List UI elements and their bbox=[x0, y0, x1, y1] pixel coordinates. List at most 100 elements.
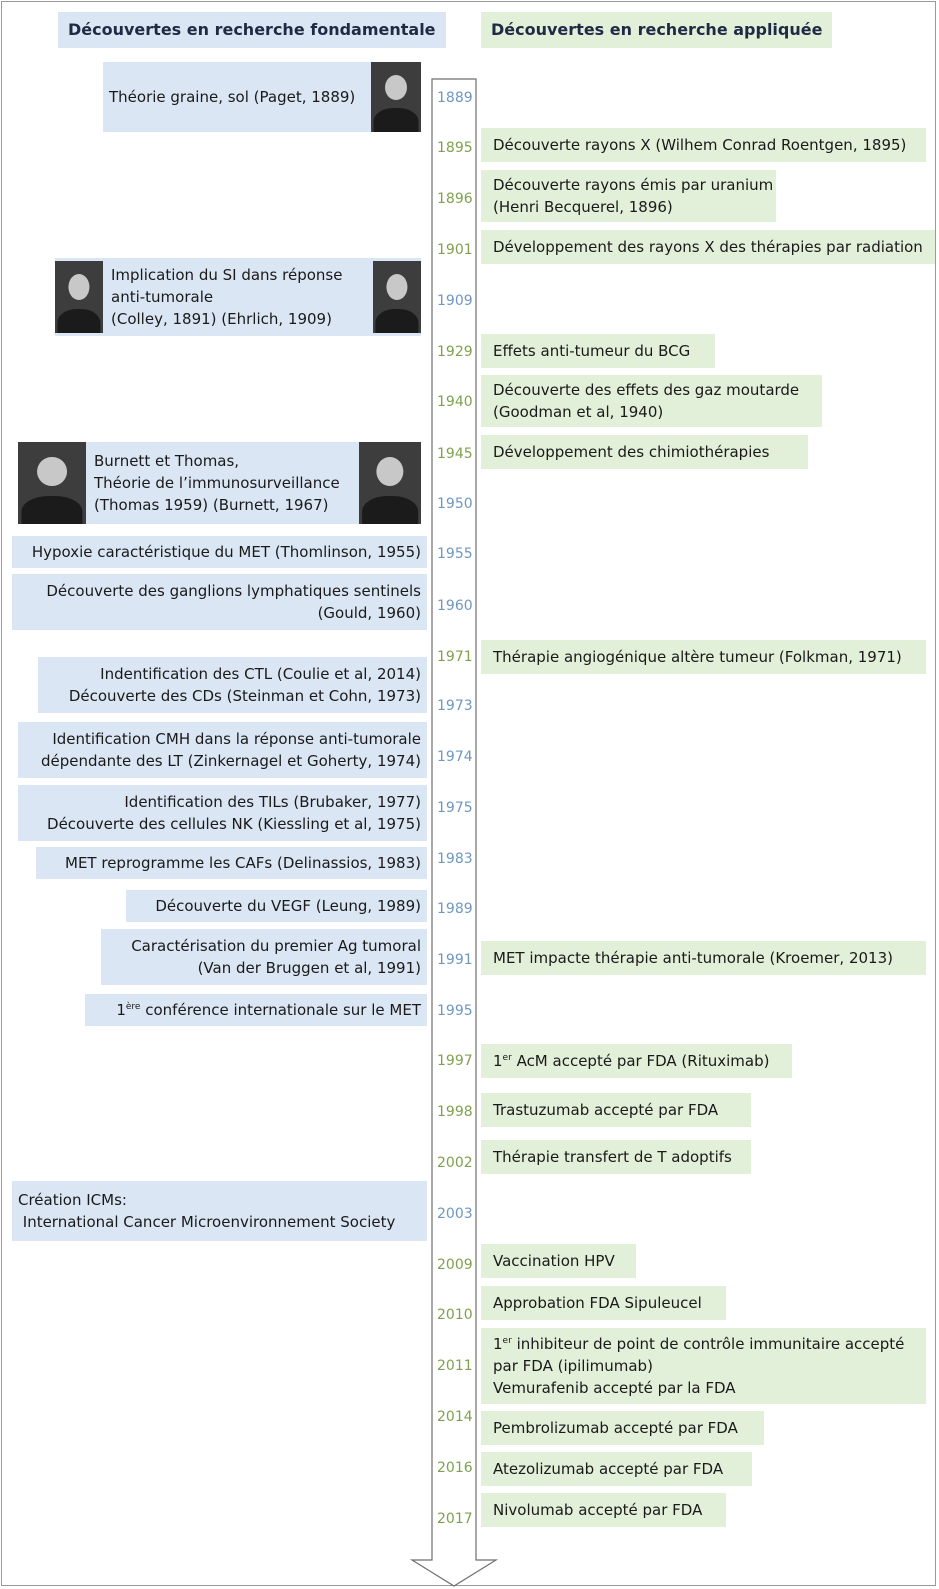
year-label: 1950 bbox=[437, 496, 473, 512]
event-fundamental-mhc: Identification CMH dans la réponse anti-… bbox=[18, 722, 427, 778]
event-fundamental-immune-system: Implication du SI dans réponse anti-tumo… bbox=[55, 258, 421, 336]
event-text: Atezolizumab accepté par FDA bbox=[493, 1458, 723, 1480]
event-fundamental-tumor-antigen: Caractérisation du premier Ag tumoral (V… bbox=[101, 929, 427, 985]
event-line: MET impacte thérapie anti-tumorale (Kroe… bbox=[493, 949, 893, 967]
event-line: Création ICMs: bbox=[18, 1191, 127, 1209]
event-line: Théorie graine, sol (Paget, 1889) bbox=[109, 88, 356, 106]
year-label: 2003 bbox=[437, 1206, 473, 1222]
event-text: Caractérisation du premier Ag tumoral (V… bbox=[131, 935, 421, 979]
event-fundamental-hypoxia: Hypoxie caractéristique du MET (Thomlins… bbox=[12, 536, 427, 568]
year-label: 1895 bbox=[437, 140, 473, 156]
event-line-text: inhibiteur de point de contrôle immunita… bbox=[511, 1335, 905, 1353]
event-text: Thérapie transfert de T adoptifs bbox=[493, 1146, 732, 1168]
header-fundamental: Découvertes en recherche fondamentale bbox=[58, 12, 446, 48]
year-label: 1945 bbox=[437, 446, 473, 462]
event-line: Identification des TILs (Brubaker, 1977) bbox=[124, 793, 421, 811]
event-applied-radiation-therapy: Développement des rayons X des thérapies… bbox=[481, 230, 935, 264]
event-line: Indentification des CTL (Coulie et al, 2… bbox=[100, 665, 421, 683]
event-applied-pembrolizumab: Pembrolizumab accepté par FDA bbox=[481, 1411, 764, 1445]
event-text: 1er AcM accepté par FDA (Rituximab) bbox=[493, 1050, 769, 1072]
year-label: 1974 bbox=[437, 749, 473, 765]
event-text: 1er inhibiteur de point de contrôle immu… bbox=[493, 1333, 904, 1399]
year-label: 1901 bbox=[437, 242, 473, 258]
event-applied-mustard-gas: Découverte des effets des gaz moutarde (… bbox=[481, 375, 822, 427]
event-line: par FDA (ipilimumab) bbox=[493, 1357, 653, 1375]
portrait-photo bbox=[18, 442, 86, 524]
event-text: Pembrolizumab accepté par FDA bbox=[493, 1417, 738, 1439]
year-label: 1971 bbox=[437, 649, 473, 665]
event-fundamental-vegf: Découverte du VEGF (Leung, 1989) bbox=[126, 890, 427, 922]
event-text: Découverte du VEGF (Leung, 1989) bbox=[155, 895, 421, 917]
event-text: Théorie graine, sol (Paget, 1889) bbox=[109, 86, 355, 108]
portrait-photo bbox=[55, 261, 103, 333]
event-applied-rituximab: 1er AcM accepté par FDA (Rituximab) bbox=[481, 1044, 792, 1078]
event-line: 1er inhibiteur de point de contrôle immu… bbox=[493, 1333, 904, 1355]
event-line: Hypoxie caractéristique du MET (Thomlins… bbox=[31, 543, 421, 561]
portrait-photo bbox=[371, 62, 421, 132]
event-fundamental-tils-nk: Identification des TILs (Brubaker, 1977)… bbox=[18, 785, 427, 841]
event-line: International Cancer Microenvironnement … bbox=[18, 1213, 396, 1231]
event-applied-angiogenic-therapy: Thérapie angiogénique altère tumeur (Fol… bbox=[481, 640, 926, 674]
year-label: 1960 bbox=[437, 598, 473, 614]
event-line: Atezolizumab accepté par FDA bbox=[493, 1460, 724, 1478]
event-text: 1ère conférence internationale sur le ME… bbox=[116, 999, 421, 1021]
event-applied-atezolizumab: Atezolizumab accepté par FDA bbox=[481, 1452, 752, 1486]
year-label: 1991 bbox=[437, 952, 473, 968]
ordinal-number: 1 bbox=[493, 1052, 503, 1070]
event-fundamental-ctl-dc: Indentification des CTL (Coulie et al, 2… bbox=[38, 657, 427, 713]
year-label: 1973 bbox=[437, 698, 473, 714]
event-fundamental-sentinel-nodes: Découverte des ganglions lymphatiques se… bbox=[12, 574, 427, 630]
ordinal-number: 1 bbox=[493, 1335, 503, 1353]
event-line: (Colley, 1891) (Ehrlich, 1909) bbox=[111, 310, 332, 328]
year-label: 2010 bbox=[437, 1307, 473, 1323]
event-applied-adoptive-t: Thérapie transfert de T adoptifs bbox=[481, 1140, 751, 1174]
event-line-text: AcM accepté par FDA (Rituximab) bbox=[511, 1052, 770, 1070]
event-text: Vaccination HPV bbox=[493, 1250, 615, 1272]
year-label: 1997 bbox=[437, 1053, 473, 1069]
event-text: Découverte des effets des gaz moutarde (… bbox=[493, 379, 799, 423]
portrait-photo bbox=[373, 261, 421, 333]
year-label: 1955 bbox=[437, 546, 473, 562]
event-line: Développement des chimiothérapies bbox=[493, 443, 770, 461]
event-fundamental-icms: Création ICMs: International Cancer Micr… bbox=[12, 1181, 427, 1241]
event-line: Approbation FDA Sipuleucel bbox=[493, 1294, 702, 1312]
event-line: Découverte rayons X (Wilhem Conrad Roent… bbox=[493, 136, 907, 154]
event-line: 1ère conférence internationale sur le ME… bbox=[116, 999, 421, 1021]
event-line: Découverte rayons émis par uranium bbox=[493, 176, 774, 194]
event-line: Thérapie angiogénique altère tumeur (Fol… bbox=[493, 648, 902, 666]
event-line-text: conférence internationale sur le MET bbox=[145, 1001, 421, 1019]
year-label: 2002 bbox=[437, 1155, 473, 1171]
event-text: Effets anti-tumeur du BCG bbox=[493, 340, 690, 362]
event-applied-sipuleucel: Approbation FDA Sipuleucel bbox=[481, 1286, 726, 1320]
event-fundamental-cafs: MET reprogramme les CAFs (Delinassios, 1… bbox=[36, 847, 427, 879]
event-line: Vemurafenib accepté par la FDA bbox=[493, 1379, 736, 1397]
event-text: Identification des TILs (Brubaker, 1977)… bbox=[47, 791, 421, 835]
event-line: dépendante des LT (Zinkernagel et Gohert… bbox=[40, 752, 421, 770]
event-applied-trastuzumab: Trastuzumab accepté par FDA bbox=[481, 1093, 751, 1127]
event-applied-ipilimumab: 1er inhibiteur de point de contrôle immu… bbox=[481, 1328, 926, 1404]
event-text: Hypoxie caractéristique du MET (Thomlins… bbox=[32, 541, 421, 563]
portrait-photo bbox=[359, 442, 421, 524]
event-line: Théorie de l’immunosurveillance bbox=[94, 474, 340, 492]
header-applied: Découvertes en recherche appliquée bbox=[481, 12, 833, 48]
event-text: Identification CMH dans la réponse anti-… bbox=[41, 728, 421, 772]
event-text: MET impacte thérapie anti-tumorale (Kroe… bbox=[493, 947, 893, 969]
ordinal-suffix: er bbox=[502, 1053, 512, 1063]
year-label: 1995 bbox=[437, 1003, 473, 1019]
event-text: Indentification des CTL (Coulie et al, 2… bbox=[69, 663, 421, 707]
event-line: Nivolumab accepté par FDA bbox=[493, 1501, 703, 1519]
event-applied-bcg: Effets anti-tumeur du BCG bbox=[481, 334, 715, 368]
event-line: Vaccination HPV bbox=[493, 1252, 615, 1270]
year-label: 1983 bbox=[437, 851, 473, 867]
event-line: Développement des rayons X des thérapies… bbox=[493, 238, 923, 256]
event-text: Création ICMs: International Cancer Micr… bbox=[18, 1189, 395, 1233]
event-line: MET reprogramme les CAFs (Delinassios, 1… bbox=[65, 854, 421, 872]
year-label: 1940 bbox=[437, 394, 473, 410]
event-text: Découverte rayons X (Wilhem Conrad Roent… bbox=[493, 134, 906, 156]
event-applied-uranium: Découverte rayons émis par uranium (Henr… bbox=[481, 170, 776, 222]
event-text: Approbation FDA Sipuleucel bbox=[493, 1292, 702, 1314]
year-label: 2009 bbox=[437, 1257, 473, 1273]
year-label: 1989 bbox=[437, 901, 473, 917]
event-applied-xrays: Découverte rayons X (Wilhem Conrad Roent… bbox=[481, 128, 926, 162]
